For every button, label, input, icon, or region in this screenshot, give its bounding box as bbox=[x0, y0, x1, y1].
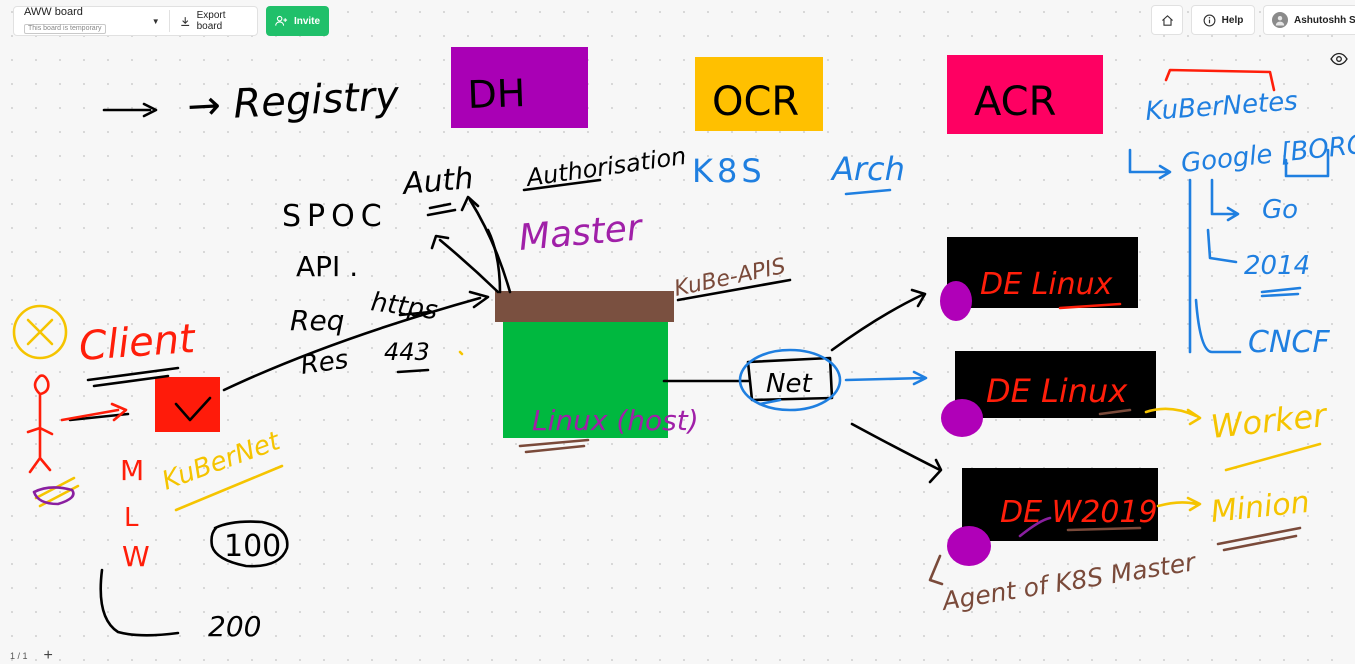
label-registry: → Registry bbox=[186, 73, 401, 130]
avatar bbox=[1272, 12, 1288, 28]
user-menu-button[interactable]: Ashutoshh Singh bbox=[1263, 5, 1355, 35]
invite-label: Invite bbox=[293, 15, 321, 27]
label-200: 200 bbox=[208, 610, 261, 643]
label-100: 100 bbox=[224, 529, 281, 564]
label-spoc: SPOC bbox=[282, 199, 388, 234]
agent-dot-1[interactable] bbox=[940, 281, 972, 321]
label-2014: 2014 bbox=[1244, 251, 1310, 281]
board-menu: AWW board This board is temporary ▼ Expo… bbox=[13, 6, 258, 36]
label-master: Master bbox=[517, 207, 645, 259]
eye-icon[interactable] bbox=[1330, 50, 1348, 68]
sticky-note-ocr[interactable] bbox=[695, 57, 823, 131]
note-label-dh: DH bbox=[467, 71, 526, 117]
worker-box-2[interactable] bbox=[955, 351, 1156, 418]
home-icon bbox=[1161, 14, 1173, 26]
board-name-block[interactable]: AWW board This board is temporary bbox=[14, 5, 146, 34]
handwriting-layer: DH OCR ACR → Registry SPOC API . Auth Au… bbox=[77, 71, 1355, 643]
label-authorisation: Authorisation bbox=[523, 142, 688, 192]
label-w: W bbox=[122, 540, 150, 573]
label-kube-apis: KuBe-APIS bbox=[672, 254, 788, 302]
board-dropdown-button[interactable]: ▼ bbox=[146, 7, 165, 35]
toolbar-left: AWW board This board is temporary ▼ Expo… bbox=[13, 5, 329, 37]
sticky-note-acr[interactable] bbox=[947, 55, 1103, 134]
note-label-ocr: OCR bbox=[712, 79, 799, 125]
toolbar-divider bbox=[169, 10, 171, 32]
blue-strokes[interactable] bbox=[738, 148, 1330, 412]
label-linux-host: Linux (host) bbox=[532, 404, 699, 437]
label-req: Req bbox=[290, 304, 344, 337]
label-auth: Auth bbox=[400, 161, 475, 202]
caret-down-icon: ▼ bbox=[151, 16, 160, 26]
user-name: Ashutoshh Singh bbox=[1294, 14, 1355, 26]
export-board-label: Export board bbox=[196, 10, 226, 32]
label-de-linux-1: DE Linux bbox=[980, 267, 1113, 302]
note-label-acr: ACR bbox=[974, 79, 1056, 125]
export-board-button[interactable]: Export board bbox=[174, 10, 257, 32]
master-node-box[interactable] bbox=[503, 322, 668, 438]
master-top-box[interactable] bbox=[495, 291, 674, 322]
page-indicator: 1 / 1 bbox=[10, 651, 28, 661]
label-https: https bbox=[369, 287, 439, 326]
label-kubernetes: KuBerNetes bbox=[1144, 86, 1298, 127]
brown-strokes[interactable] bbox=[518, 408, 1302, 586]
agent-dot-3[interactable] bbox=[947, 526, 991, 566]
label-api: API . bbox=[296, 250, 358, 283]
download-icon bbox=[181, 16, 190, 26]
home-button[interactable] bbox=[1151, 5, 1183, 35]
label-client: Client bbox=[77, 316, 197, 370]
label-k8s: K8S bbox=[692, 152, 766, 190]
label-de-linux-2: DE Linux bbox=[986, 372, 1128, 410]
label-kubernet: KuBerNet bbox=[158, 426, 285, 497]
board-temporary-badge: This board is temporary bbox=[24, 23, 106, 34]
label-port: 443 bbox=[384, 338, 430, 366]
help-label: Help bbox=[1221, 14, 1244, 26]
label-de-w2019: DE W2019 bbox=[1000, 495, 1158, 530]
board-name[interactable]: AWW board bbox=[24, 5, 83, 18]
user-avatar-icon bbox=[1275, 16, 1285, 26]
worker-box-1[interactable] bbox=[947, 237, 1138, 308]
agent-dot-2[interactable] bbox=[941, 399, 983, 437]
label-cncf: CNCF bbox=[1248, 325, 1330, 360]
label-m: M bbox=[120, 454, 144, 487]
label-minion: Minion bbox=[1209, 485, 1311, 530]
info-icon bbox=[1203, 14, 1216, 26]
sticky-note-dh[interactable] bbox=[451, 47, 588, 128]
invite-button[interactable]: Invite bbox=[266, 6, 329, 36]
purple-strokes[interactable] bbox=[32, 486, 1052, 538]
label-l: L bbox=[124, 503, 139, 533]
label-arch: Arch bbox=[830, 150, 905, 188]
label-go: Go bbox=[1262, 195, 1298, 225]
add-page-icon[interactable]: + bbox=[43, 647, 53, 664]
client-box[interactable] bbox=[155, 377, 220, 432]
red-strokes[interactable] bbox=[26, 68, 1276, 474]
add-user-icon bbox=[275, 15, 288, 26]
label-worker: Worker bbox=[1209, 396, 1330, 446]
label-net: Net bbox=[766, 369, 812, 399]
toolbar-right: Help Ashutoshh Singh bbox=[1151, 5, 1355, 35]
help-button[interactable]: Help bbox=[1191, 5, 1255, 35]
label-res: Res bbox=[299, 345, 350, 381]
page-footer: 1 / 1 + bbox=[0, 648, 70, 664]
